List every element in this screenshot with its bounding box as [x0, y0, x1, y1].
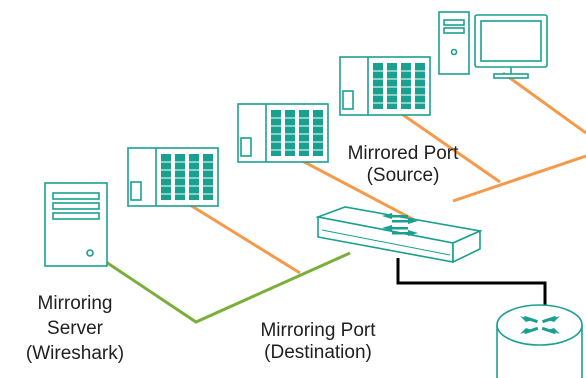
- mirroring-port-subtitle: (Destination): [264, 342, 372, 363]
- server-label-line1: Mirroring: [37, 293, 113, 314]
- mirrored-port-title: Mirrored Port: [347, 143, 459, 164]
- link-pc: [502, 71, 586, 135]
- server-label-line2: Server: [47, 318, 103, 339]
- server-icon: [44, 182, 108, 267]
- uplink-to-router: [396, 258, 547, 306]
- plc-icon: [237, 103, 329, 163]
- mirror-link: [105, 251, 351, 324]
- link-plc2: [292, 154, 421, 225]
- source-links: [181, 71, 586, 275]
- mirrored-port-label: Mirrored Port (Source): [334, 143, 472, 187]
- plc-icon: [127, 147, 219, 207]
- link-plc1: [181, 198, 301, 275]
- mirroring-server-label: Mirroring Server (Wireshark): [0, 291, 150, 366]
- router-icon: [496, 304, 583, 378]
- mirroring-port-label: Mirroring Port (Destination): [238, 320, 398, 364]
- plc-icon: [339, 56, 431, 116]
- server-label-line3: (Wireshark): [25, 343, 125, 364]
- mirroring-port-title: Mirroring Port: [260, 320, 376, 341]
- pc-icon: [438, 11, 548, 79]
- mirrored-port-subtitle: (Source): [366, 165, 440, 186]
- link-switch-upstream: [452, 154, 586, 203]
- switch-icon: [315, 206, 483, 264]
- link-plc3: [395, 108, 501, 184]
